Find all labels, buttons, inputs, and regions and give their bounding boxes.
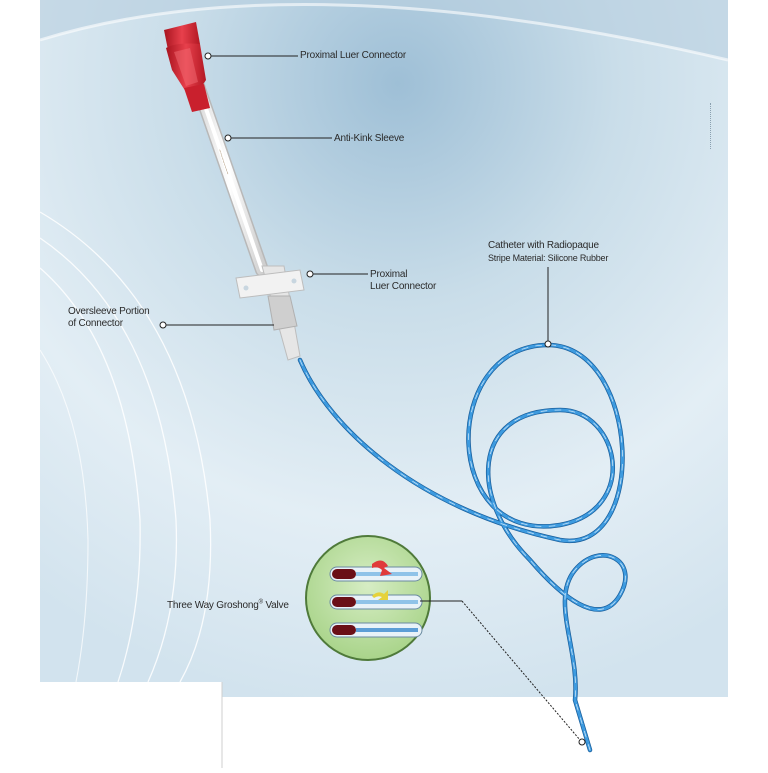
valve-tube-3 [329,622,423,638]
background-panel [39,0,729,697]
registered-mark: ® [258,600,263,606]
red-luer-connector [164,22,210,112]
label-line-2: Stripe Material: Silicone Rubber [488,253,609,263]
suture-wing [235,269,305,299]
label-line-1: Oversleeve Portion [68,306,150,317]
label-proximal-luer-connector-mid: Proximal Luer Connector [370,269,436,293]
label-text: Three Way Groshong® Valve [167,600,289,611]
leader-lines [159,52,586,746]
label-anti-kink-sleeve: Anti-Kink Sleeve [334,133,404,145]
label-three-way-valve: Three Way Groshong® Valve [167,597,289,612]
valve-inset [305,535,431,661]
label-line-1: Catheter with Radiopaque [488,240,599,251]
label-line-1: Proximal [370,269,408,280]
valve-tube-2 [329,594,423,610]
label-line-2: of Connector [68,318,123,329]
bottom-left-block [40,682,222,768]
catheter-line [297,342,628,753]
label-oversleeve: Oversleeve Portion of Connector [68,306,150,330]
valve-suffix: Valve [262,600,289,612]
valve-tube-1 [329,566,423,582]
label-catheter: Catheter with Radiopaque Stripe Material… [488,240,608,264]
yellow-flow-arrow-icon [372,590,388,600]
label-line-2: Luer Connector [370,281,437,292]
label-text: Proximal Luer Connector [300,50,407,61]
red-flow-arrow-icon [372,560,392,576]
label-text: Anti-Kink Sleeve [334,133,405,144]
valve-name: Three Way Groshong [167,600,259,612]
label-proximal-luer-connector-top: Proximal Luer Connector [300,50,406,62]
dotted-edge-mark [710,103,711,149]
